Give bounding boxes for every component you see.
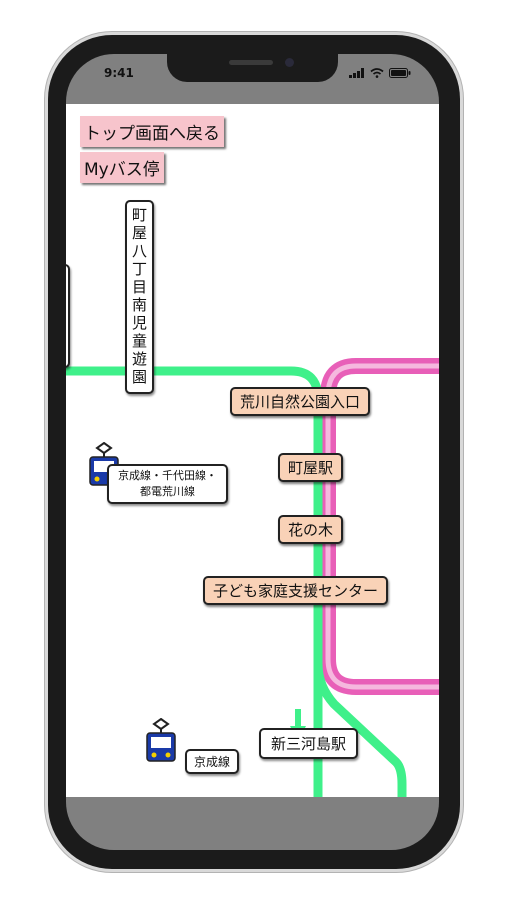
stop-shin-mikawashima[interactable]: 新三河島駅 bbox=[259, 728, 359, 759]
battery-icon bbox=[389, 68, 411, 78]
status-time: 9:41 bbox=[104, 66, 134, 80]
offscreen-stop-label[interactable] bbox=[66, 264, 70, 368]
train-info-upper[interactable]: 京成線・千代田線・ 都電荒川線 bbox=[107, 464, 228, 504]
stop-kodomo-center[interactable]: 子ども家庭支援センター bbox=[203, 576, 389, 605]
speaker bbox=[229, 60, 273, 65]
camera bbox=[285, 58, 294, 67]
stop-machiya-station[interactable]: 町屋駅 bbox=[278, 453, 344, 482]
train-info-upper-line2: 都電荒川線 bbox=[140, 485, 195, 498]
train-icon bbox=[146, 718, 176, 762]
phone-screen: 9:41 bbox=[66, 54, 439, 850]
train-info-upper-line1: 京成線・千代田線・ bbox=[118, 469, 217, 482]
mute-switch bbox=[44, 195, 48, 221]
wifi-icon bbox=[370, 68, 384, 78]
power-button bbox=[460, 265, 464, 335]
volume-up-button bbox=[44, 240, 48, 286]
back-to-top-button[interactable]: トップ画面へ戻る bbox=[80, 116, 224, 147]
route-lines bbox=[66, 358, 439, 797]
my-bus-stop-button[interactable]: Myバス停 bbox=[80, 152, 164, 183]
stop-hananoki[interactable]: 花の木 bbox=[278, 515, 344, 544]
train-info-lower[interactable]: 京成線 bbox=[185, 749, 240, 774]
stop-machiya-hatchome[interactable]: 町屋八丁目南児童遊園 bbox=[125, 200, 154, 394]
route-map-view: トップ画面へ戻る Myバス停 町屋八丁目南児童遊園 荒川自然公園入口 町屋駅 花… bbox=[66, 104, 439, 797]
stop-arakawa-park[interactable]: 荒川自然公園入口 bbox=[230, 387, 371, 416]
signal-icon bbox=[349, 68, 364, 78]
notch bbox=[167, 54, 338, 82]
status-icons bbox=[349, 68, 411, 78]
volume-down-button bbox=[44, 300, 48, 346]
